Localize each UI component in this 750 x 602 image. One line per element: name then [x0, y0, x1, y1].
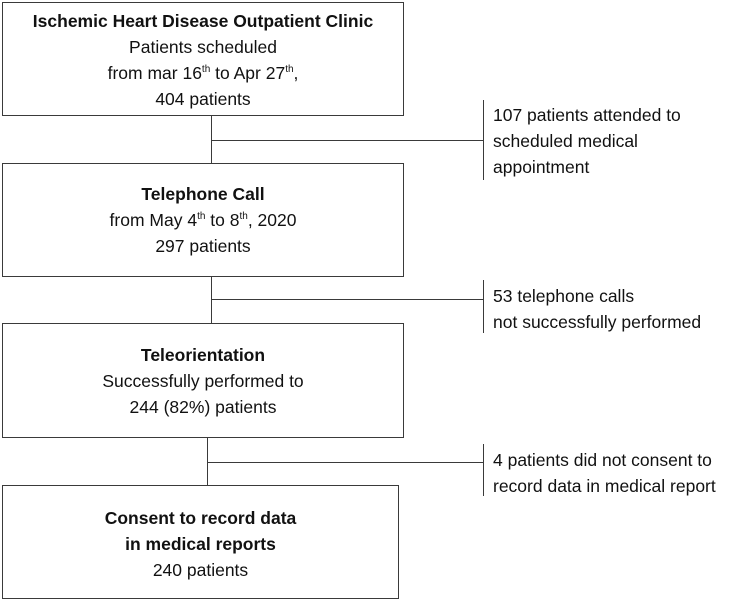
telephone-call-title: Telephone Call — [141, 184, 265, 204]
branch-line-1 — [211, 140, 484, 141]
clinic-box: Ischemic Heart Disease Outpatient Clinic… — [2, 2, 404, 116]
exclusion-note-1: 107 patients attended to scheduled medic… — [493, 105, 681, 177]
consent-box: Consent to record data in medical report… — [2, 485, 399, 599]
bracket-line-2 — [483, 280, 484, 333]
consent-title-line-2: in medical reports — [125, 534, 276, 554]
exclusion-note-2: 53 telephone calls not successfully perf… — [493, 286, 702, 332]
branch-line-2 — [211, 299, 484, 300]
bracket-line-1 — [483, 100, 484, 180]
telephone-call-box: Telephone Call from May 4th to 8th, 2020… — [2, 163, 404, 277]
consent-patient-count: 240 patients — [152, 560, 249, 580]
connector-line-2 — [211, 277, 212, 323]
branch-line-3 — [207, 462, 484, 463]
bracket-line-3 — [483, 444, 484, 496]
teleorientation-title: Teleorientation — [140, 345, 266, 365]
clinic-date-range: from mar 16th to Apr 27th, — [107, 63, 299, 83]
clinic-patient-count: 404 patients — [155, 89, 251, 109]
exclusion-note-3: 4 patients did not consent to record dat… — [493, 450, 716, 496]
teleorientation-box: Teleorientation Successfully performed t… — [2, 323, 404, 438]
clinic-title: Ischemic Heart Disease Outpatient Clinic — [32, 11, 374, 31]
consent-title-line-1: Consent to record data — [104, 508, 297, 528]
telephone-patient-count: 297 patients — [155, 236, 251, 256]
clinic-scheduled-label: Patients scheduled — [129, 37, 277, 57]
teleorientation-performed-label: Successfully performed to — [102, 371, 304, 391]
teleorientation-patient-count: 244 (82%) patients — [129, 397, 277, 417]
connector-line-3 — [207, 438, 208, 485]
connector-line-1 — [211, 116, 212, 163]
telephone-date-range: from May 4th to 8th, 2020 — [109, 210, 297, 230]
